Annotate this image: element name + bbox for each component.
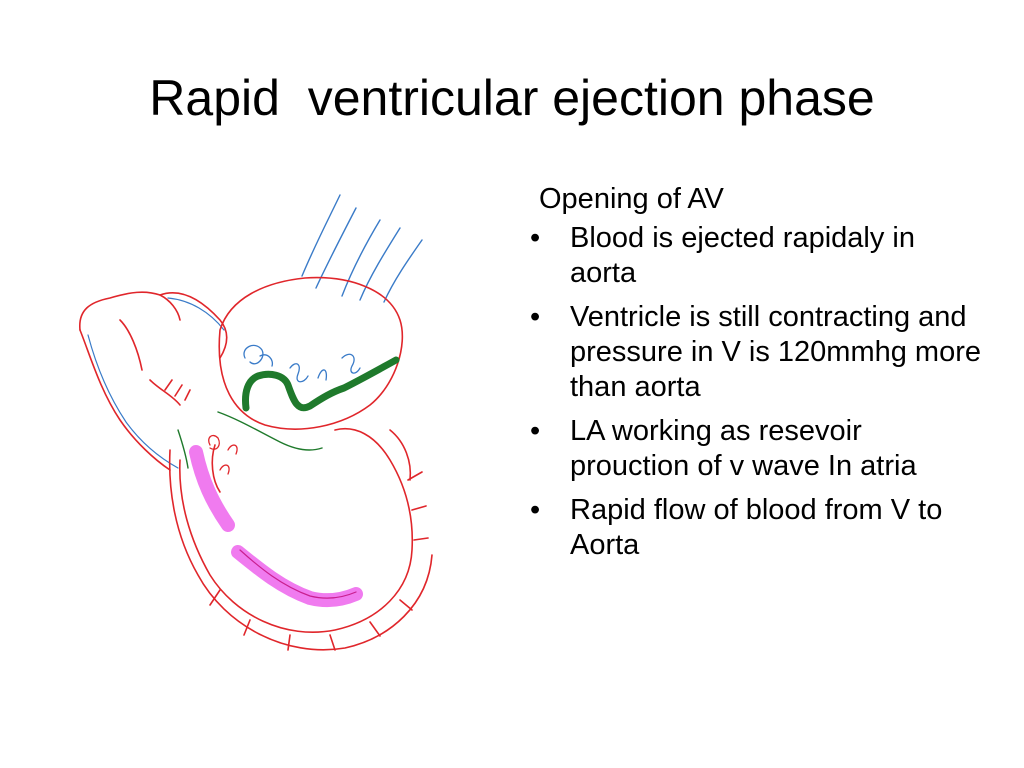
bullet-text: Blood is ejected rapidaly in aorta: [570, 222, 915, 289]
lead-text: Opening of AV: [539, 183, 724, 215]
heart-sketch: [79, 194, 433, 651]
aorta-outline: [218, 276, 404, 430]
bullet-dot: •: [530, 301, 541, 333]
ventricle-outline: [168, 428, 433, 651]
bullet-dot: •: [530, 415, 541, 447]
bullet-text: LA working as resevoir prouction of v wa…: [570, 415, 917, 482]
bullet-item: • Ventricle is still contracting and pre…: [522, 300, 982, 405]
blood-flow-highlight-inner: [239, 549, 357, 599]
aortic-valve-line: [177, 356, 400, 469]
bullet-text: Rapid flow of blood from V to Aorta: [570, 494, 943, 561]
bullet-item: • Blood is ejected rapidaly in aorta: [522, 221, 982, 291]
slide-title: Rapid ventricular ejection phase: [149, 70, 875, 126]
bullet-dot: •: [530, 222, 541, 254]
bullet-text: Ventricle is still contracting and press…: [570, 301, 981, 403]
blood-flow-lines: [301, 194, 423, 303]
ventricle-scribbles: [208, 434, 238, 475]
bullet-item: • LA working as resevoir prouction of v …: [522, 414, 982, 484]
slide-content: Opening of AV • Blood is ejected rapidal…: [522, 182, 982, 572]
bullet-list: • Blood is ejected rapidaly in aorta • V…: [522, 221, 982, 563]
left-atrium-blue-outline: [87, 297, 225, 469]
bullet-dot: •: [530, 494, 541, 526]
aorta-scribbles: [243, 344, 361, 383]
left-atrium: [79, 291, 228, 471]
blood-flow-highlight: [189, 445, 363, 608]
bullet-item: • Rapid flow of blood from V to Aorta: [522, 493, 982, 563]
